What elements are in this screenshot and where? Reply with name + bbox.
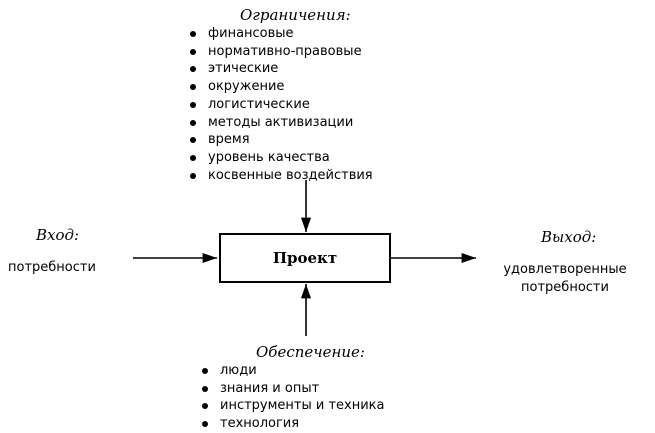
list-item: знания и опыт	[200, 380, 385, 398]
output-title: Выход:	[541, 228, 597, 246]
list-item: инструменты и техника	[200, 397, 385, 415]
support-title: Обеспечение:	[256, 343, 365, 361]
project-box: Проект	[219, 233, 391, 283]
list-item: уровень качества	[188, 149, 373, 167]
input-title: Вход:	[36, 226, 80, 244]
list-item: методы активизации	[188, 114, 373, 132]
list-item: логистические	[188, 96, 373, 114]
output-value-line2: потребности	[521, 280, 609, 295]
list-item: этические	[188, 60, 373, 78]
output-value-line1: удовлетворенные	[503, 262, 627, 277]
list-item: окружение	[188, 78, 373, 96]
input-value: потребности	[8, 260, 96, 275]
list-item: нормативно-правовые	[188, 43, 373, 61]
constraints-title: Ограничения:	[240, 6, 351, 24]
constraints-list: финансовые нормативно-правовые этические…	[188, 25, 373, 184]
support-list: люди знания и опыт инструменты и техника…	[200, 362, 385, 433]
list-item: финансовые	[188, 25, 373, 43]
list-item: косвенные воздействия	[188, 167, 373, 185]
list-item: время	[188, 131, 373, 149]
list-item: люди	[200, 362, 385, 380]
project-label: Проект	[272, 249, 338, 267]
